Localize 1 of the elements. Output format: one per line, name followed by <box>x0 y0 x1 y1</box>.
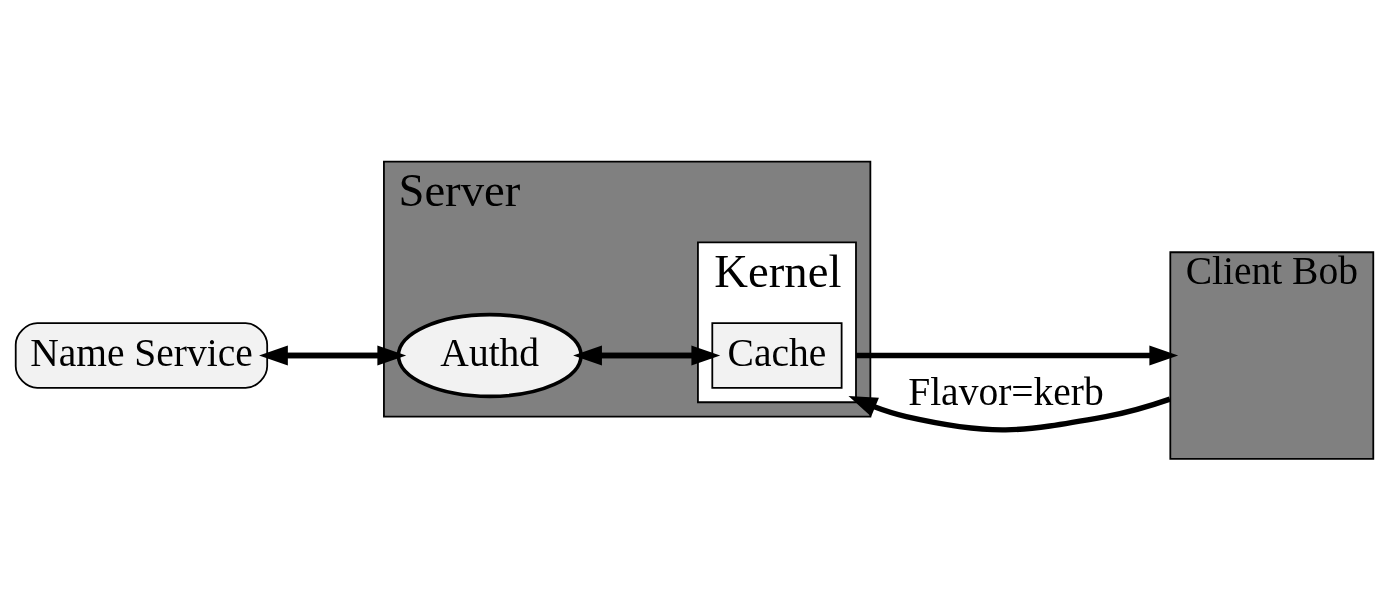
edge-label: Flavor=kerb <box>908 370 1104 415</box>
